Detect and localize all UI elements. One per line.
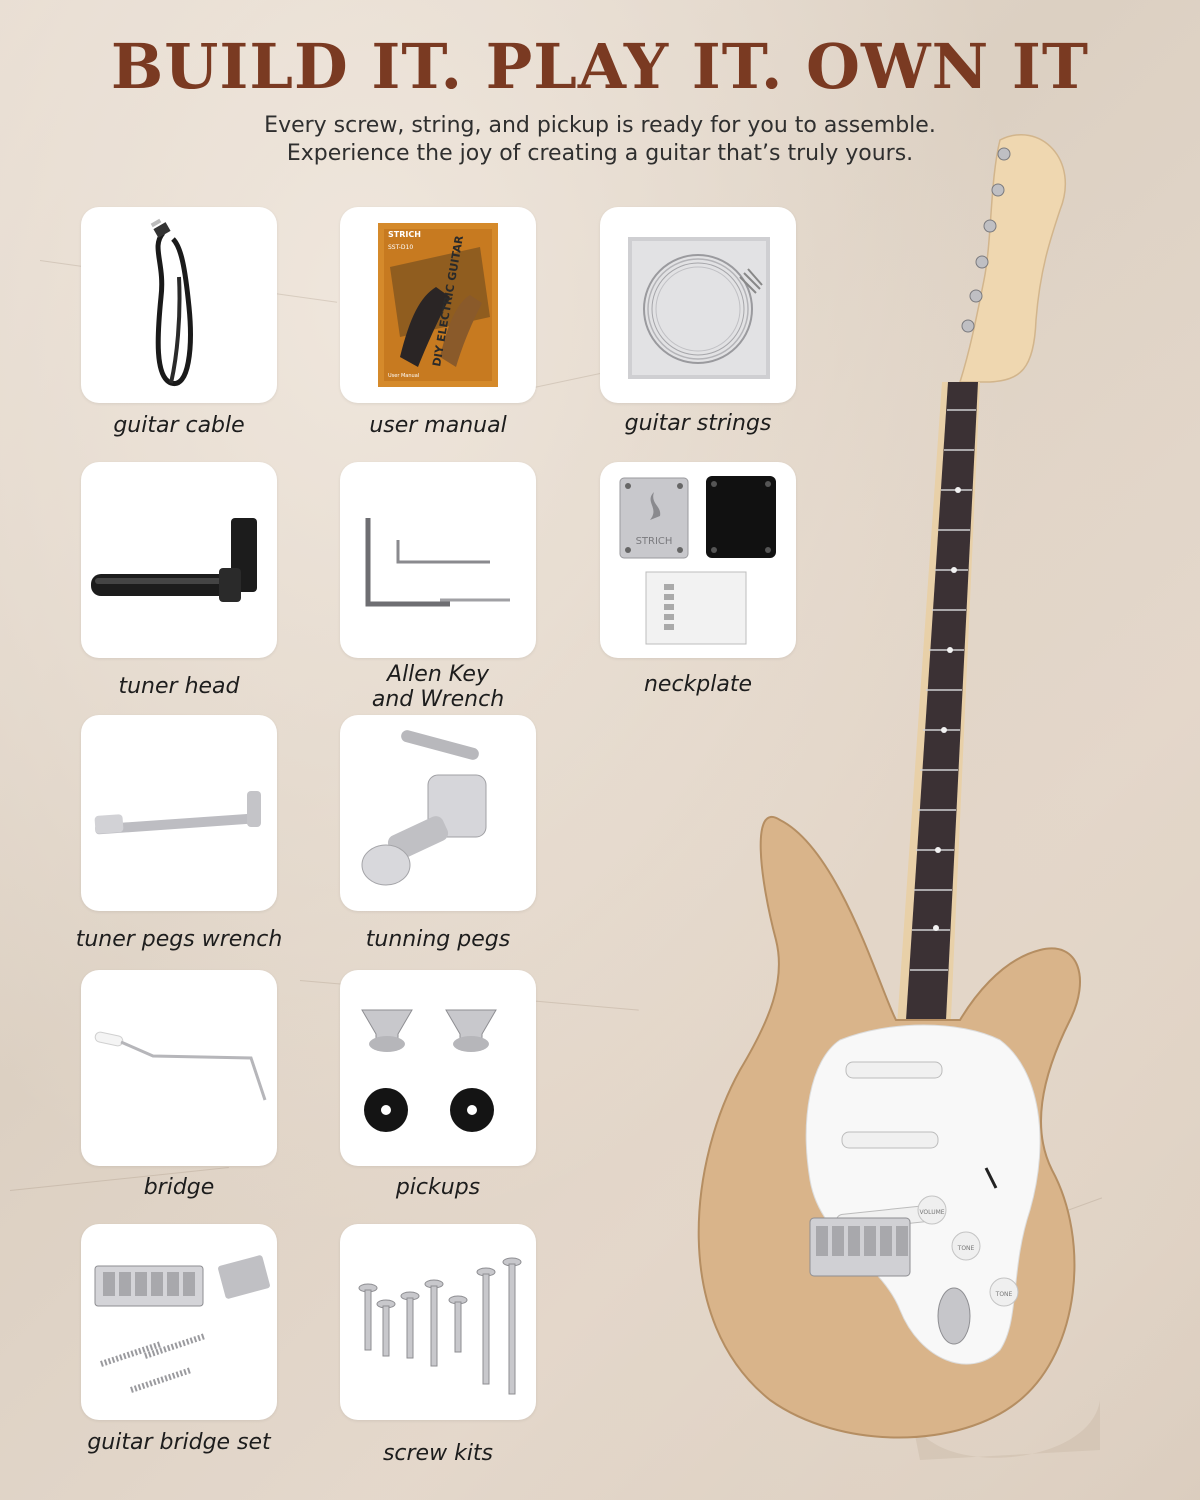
- subtitle-line-1: Every screw, string, and pickup is ready…: [264, 113, 936, 138]
- tuner-head-label: tuner head: [118, 674, 240, 699]
- guitar-cable-icon: [150, 218, 193, 386]
- screw-kits-card: [340, 1224, 536, 1420]
- strap-buttons-icon: [361, 1009, 497, 1132]
- bridge-label: bridge: [143, 1175, 215, 1200]
- screw-kits-label: screw kits: [382, 1441, 494, 1466]
- bridge-set-icon: [94, 1255, 270, 1393]
- user-manual-label: user manual: [369, 413, 507, 438]
- tuner-pegs-wrench-label: tuner pegs wrench: [75, 927, 283, 952]
- manual-brand: STRICH: [388, 230, 421, 239]
- allen-key-icon: [365, 518, 510, 607]
- manual-footer: User Manual: [388, 373, 419, 379]
- guitar-bridge-set-card: [81, 1224, 277, 1420]
- screw-kits-icon: [358, 1257, 522, 1395]
- tone-knob-1-label: TONE: [957, 1245, 975, 1252]
- pickups-label: pickups: [395, 1175, 481, 1200]
- tunning-pegs-label: tunning pegs: [365, 927, 511, 952]
- guitar-bridge-set-label: guitar bridge set: [87, 1430, 271, 1455]
- guitar-cable-card: [81, 207, 277, 403]
- tuning-peg-icon: [361, 730, 487, 886]
- tuner-head-card: [81, 462, 277, 658]
- guitar-strings-label: guitar strings: [624, 411, 772, 436]
- user-manual-icon: STRICH SST-D10 DIY ELECTRIC GUITAR User …: [378, 223, 498, 387]
- tuner-pegs-wrench-card: [81, 715, 277, 911]
- guitar-strings-card: [600, 207, 796, 403]
- tunning-pegs-card: [340, 715, 536, 911]
- guitar-cable-label: guitar cable: [113, 413, 245, 438]
- neckplate-label: neckplate: [643, 672, 753, 697]
- allen-key-card: [340, 462, 536, 658]
- guitar-strings-icon: [628, 237, 770, 379]
- tremolo-arm-icon: [94, 1031, 267, 1101]
- tuner-wrench-icon: [94, 791, 261, 835]
- electric-guitar-image: VOLUME TONE TONE: [697, 134, 1100, 1460]
- bridge-card: [81, 970, 277, 1166]
- page-title: BUILD IT. PLAY IT. OWN IT: [110, 30, 1090, 103]
- volume-knob-label: VOLUME: [919, 1209, 944, 1216]
- neckplate-card: STRICH: [600, 462, 796, 658]
- neckplate-icon: STRICH: [619, 476, 776, 645]
- allen-key-label-line-2: and Wrench: [371, 687, 505, 712]
- pickups-card: [340, 970, 536, 1166]
- string-winder-icon: [91, 518, 257, 602]
- subtitle-line-2: Experience the joy of creating a guitar …: [286, 141, 914, 166]
- user-manual-card: STRICH SST-D10 DIY ELECTRIC GUITAR User …: [340, 207, 536, 403]
- allen-key-label-line-1: Allen Key: [387, 662, 489, 687]
- manual-model: SST-D10: [388, 244, 413, 251]
- tone-knob-2-label: TONE: [995, 1291, 1013, 1298]
- neckplate-brand: STRICH: [636, 536, 673, 547]
